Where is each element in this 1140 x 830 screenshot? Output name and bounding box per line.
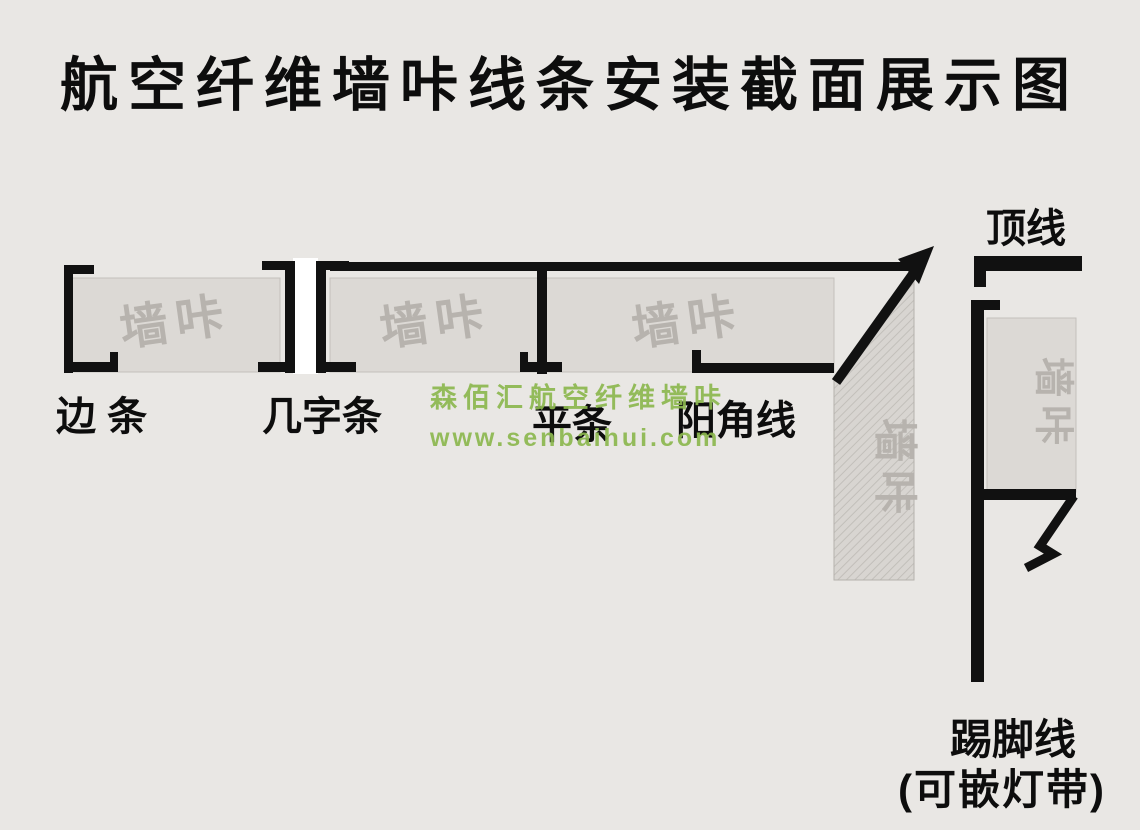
flat-strip-profile: [520, 262, 562, 374]
wall-panel-2: [329, 277, 539, 373]
panel-brand-text: 墙咔: [1031, 357, 1075, 453]
watermark-brand: 森佰汇航空纤维墙咔: [430, 383, 727, 413]
edge-strip-profile: [64, 265, 118, 373]
page-title: 航空纤维墙咔线条安装截面展示图: [59, 53, 1080, 118]
label-ji-strip: 几字条: [262, 395, 382, 439]
panel-brand-text: 墙咔: [870, 418, 919, 522]
label-edge-strip: 边 条: [56, 395, 148, 439]
label-outer-corner: 阳角线: [676, 399, 796, 443]
top-profile-bar-3: [546, 262, 910, 271]
wall-panel-1: [71, 277, 281, 373]
wall-panel-3: [545, 277, 835, 373]
top-profile-bar-2: [330, 262, 538, 271]
ji-strip-profile: [258, 258, 356, 374]
label-skirting-note: (可嵌灯带): [898, 766, 1106, 813]
right-wall-bar: [971, 300, 984, 682]
bottom-profile-bar: [692, 350, 834, 373]
label-skirting-line: 踢脚线: [950, 716, 1077, 763]
skirting-profile: [984, 489, 1078, 572]
right-wall-clip: [984, 300, 1000, 310]
wall-panel-right: [986, 317, 1077, 493]
corner-arrow-icon: [898, 246, 934, 284]
watermark-url: www.senbaihui.com: [430, 424, 721, 452]
label-flat-strip: 平条: [532, 403, 612, 447]
crown-line-profile: [974, 256, 1082, 287]
outer-corner-profile: [831, 246, 934, 385]
label-crown-line: 顶线: [986, 207, 1066, 251]
